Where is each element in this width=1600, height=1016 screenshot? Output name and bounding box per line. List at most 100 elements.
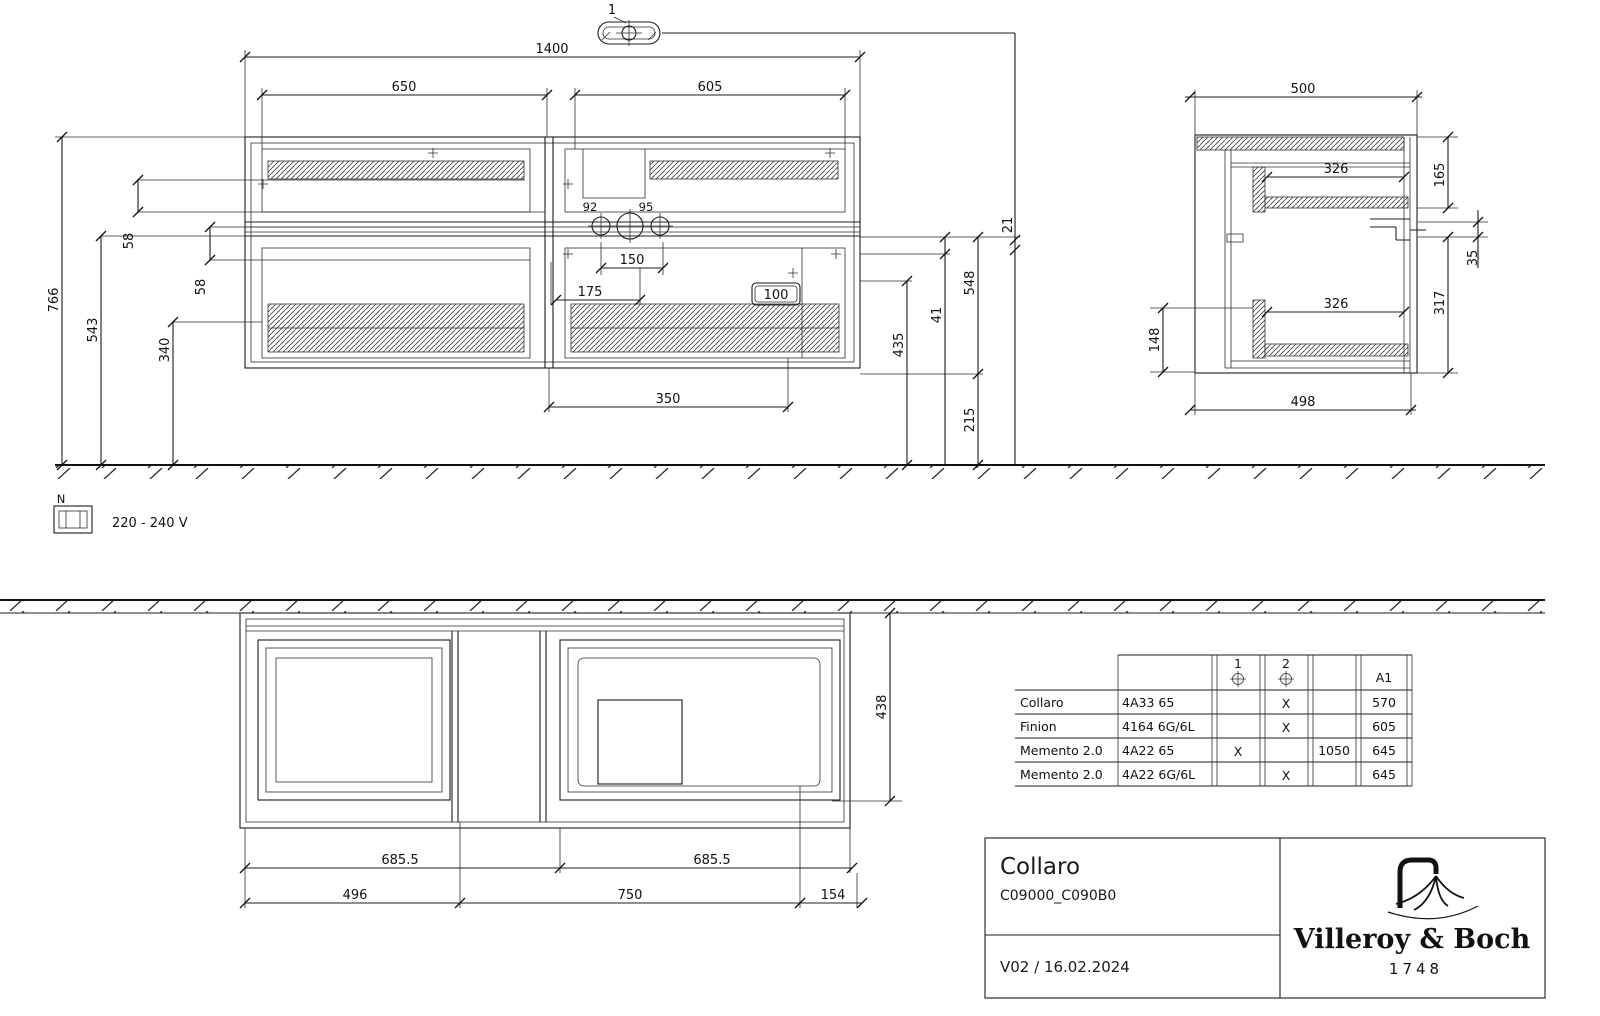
- table-row: Collaro 4A33 65 X 570: [1020, 695, 1396, 711]
- dim-21: 21: [1001, 217, 1016, 234]
- row1-hole2: X: [1282, 720, 1291, 735]
- socket-icon: [53, 505, 93, 534]
- dim-500: 500: [1291, 82, 1316, 97]
- dim-35: 35: [1466, 250, 1481, 267]
- dim-left-width: 650: [392, 80, 417, 95]
- dim-548: 548: [963, 271, 978, 296]
- row1-code: 4164 6G/6L: [1122, 719, 1195, 734]
- front-extension-lines: [55, 50, 1020, 412]
- side-top-panel: [1196, 136, 1405, 151]
- dim-half-right: 685.5: [693, 853, 730, 868]
- dim-58-upper: 58: [122, 233, 137, 250]
- brand-year: 1748: [1389, 960, 1443, 978]
- plan-siphon-cutout: [597, 699, 683, 785]
- power-connection: N 220 - 240 V: [53, 492, 188, 534]
- row2-code: 4A22 65: [1122, 743, 1174, 758]
- title-block: Collaro C09000_C090B0 V02 / 16.02.2024 V…: [984, 837, 1546, 999]
- neutral-label: N: [57, 492, 66, 506]
- plan-cabinet-outline: [239, 612, 851, 829]
- title-block-frame: [984, 837, 1546, 999]
- row0-name: Collaro: [1020, 695, 1064, 710]
- dim-total-width: 1400: [535, 42, 568, 57]
- row2-a1: 645: [1372, 743, 1396, 758]
- plan-dimension-lines: [245, 613, 891, 904]
- plan-right-drawer: [559, 639, 841, 801]
- table-row: Finion 4164 6G/6L X 605: [1020, 719, 1396, 735]
- row3-name: Memento 2.0: [1020, 767, 1103, 782]
- dim-496: 496: [343, 888, 368, 903]
- floor-line: [55, 464, 1545, 479]
- side-dimension-ticks: [1157, 91, 1484, 416]
- front-drawer-bottom-right: [564, 247, 846, 359]
- dim-498: 498: [1291, 395, 1316, 410]
- front-drawer-top-left: [261, 148, 531, 213]
- front-drawer-top-right-front-panel: [649, 160, 839, 180]
- dim-175: 175: [578, 285, 603, 300]
- row1-a1: 605: [1372, 719, 1396, 734]
- dim-58-lower: 58: [194, 279, 209, 296]
- side-top-drawer-bottom: [1264, 196, 1409, 209]
- mounting-slot-callout: 1: [597, 3, 1015, 46]
- row2-hole1: X: [1234, 744, 1243, 759]
- brand-name: Villeroy & Boch: [1293, 924, 1531, 955]
- row0-a1: 570: [1372, 695, 1396, 710]
- dim-326-top: 326: [1324, 162, 1349, 177]
- dim-435: 435: [892, 333, 907, 358]
- front-dimension-ticks: [56, 51, 1021, 471]
- front-drawer-bottom-left: [261, 247, 531, 359]
- dim-215: 215: [963, 408, 978, 433]
- col-header-1: 1: [1234, 656, 1242, 671]
- product-name: Collaro: [1000, 854, 1080, 880]
- reference-cross-marks: [258, 148, 841, 278]
- side-top-drawer-front: [1252, 166, 1266, 213]
- tap-hole-symbols: [588, 209, 673, 243]
- dim-154: 154: [821, 888, 846, 903]
- side-cabinet-outline: [1194, 134, 1418, 374]
- plan-basin-outline: [577, 657, 821, 787]
- front-center-partition: [544, 137, 554, 368]
- row3-hole2: X: [1282, 768, 1291, 783]
- drawing-version: V02 / 16.02.2024: [1000, 958, 1130, 976]
- dim-766: 766: [47, 288, 62, 313]
- voltage-label: 220 - 240 V: [112, 516, 188, 531]
- dim-438: 438: [875, 695, 890, 720]
- row1-name: Finion: [1020, 719, 1057, 734]
- plan-left-drawer: [257, 639, 451, 801]
- front-drawer-top-right: [564, 148, 846, 213]
- side-bottom-drawer-front: [1252, 299, 1266, 359]
- table-row: Memento 2.0 4A22 6G/6L X 645: [1020, 767, 1396, 783]
- dim-326-bottom: 326: [1324, 297, 1349, 312]
- article-number: C09000_C090B0: [1000, 888, 1116, 904]
- row3-code: 4A22 6G/6L: [1122, 767, 1195, 782]
- dim-543: 543: [86, 318, 101, 343]
- side-view: 500 498 326 326 148 165 35 317: [1148, 82, 1488, 416]
- wall-mount-bracket: [1370, 218, 1426, 241]
- dim-right-width: 605: [698, 80, 723, 95]
- col-header-a1: A1: [1376, 670, 1393, 685]
- dim-92: 92: [583, 200, 598, 214]
- side-bottom-drawer-bottom: [1264, 343, 1409, 357]
- dim-165: 165: [1433, 163, 1448, 188]
- dim-317: 317: [1433, 291, 1448, 316]
- wall-hatching: [0, 600, 1545, 613]
- washbasin-compatibility-table: 1 2 A1 Collaro 4A33 65 X 570 Finion 4164…: [1015, 654, 1413, 787]
- front-view: 1400 650 605 92 95 150 175 100 350 766 5…: [47, 33, 1021, 471]
- dim-half-left: 685.5: [381, 853, 418, 868]
- table-row: Memento 2.0 4A22 65 X 1050 645: [1020, 743, 1396, 759]
- row0-hole2: X: [1282, 696, 1291, 711]
- dim-95: 95: [639, 200, 654, 214]
- row3-a1: 645: [1372, 767, 1396, 782]
- dim-350: 350: [656, 392, 681, 407]
- plan-dimension-ticks: [239, 607, 896, 909]
- dim-750: 750: [618, 888, 643, 903]
- dim-boxed-100: 100: [764, 288, 789, 303]
- boxed-dimension-frame: [751, 282, 801, 306]
- callout-number: 1: [608, 3, 616, 18]
- front-dimension-lines: [61, 33, 1016, 465]
- dim-41: 41: [930, 307, 945, 324]
- dim-340: 340: [158, 338, 173, 363]
- floor-hatching: [55, 466, 1545, 479]
- side-dimension-lines: [1162, 96, 1479, 411]
- row2-name: Memento 2.0: [1020, 743, 1103, 758]
